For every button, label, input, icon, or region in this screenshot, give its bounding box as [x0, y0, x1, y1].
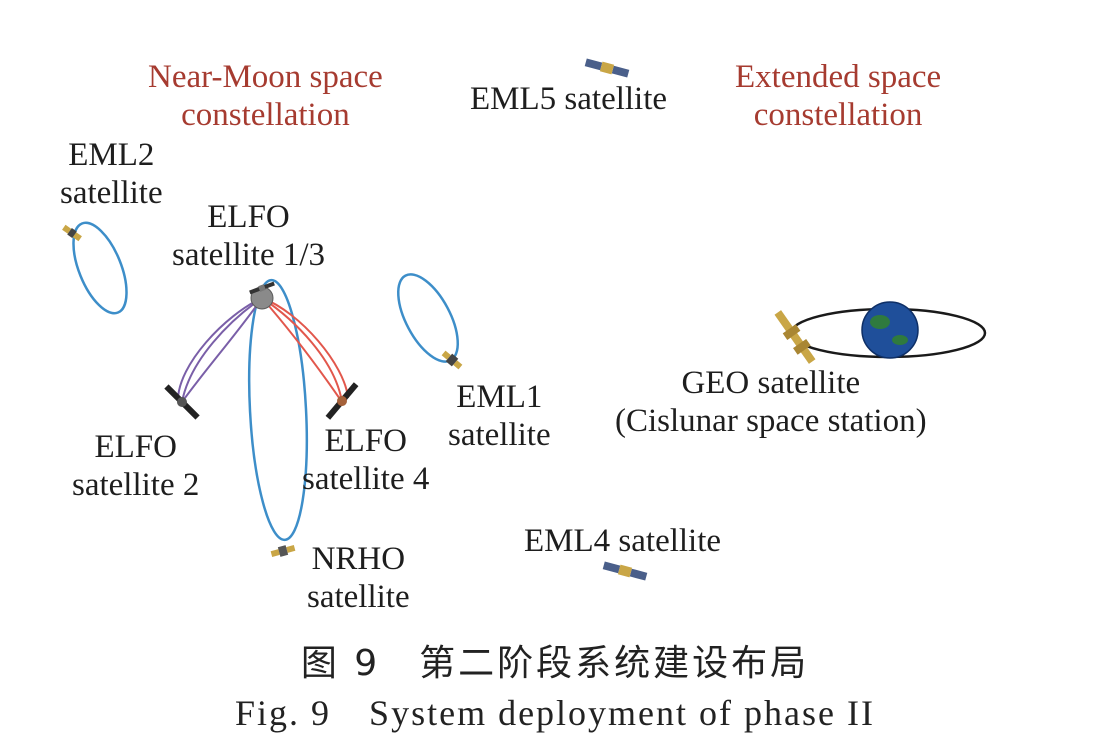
elfo-orbit-red-outer — [261, 297, 349, 399]
nrho-orbit — [247, 278, 309, 542]
elfo-satellite-2-label: ELFO satellite 2 — [72, 429, 200, 503]
geo-satellite-label: GEO satellite (Cislunar space station) — [615, 365, 927, 439]
eml1-satellite-icon — [441, 350, 463, 370]
nrho-satellite-label: NRHO satellite — [307, 541, 410, 615]
elfo-orbit-purple-outer — [177, 297, 263, 401]
eml5-satellite-icon — [584, 58, 630, 78]
extended-constellation-heading: Extended space constellation — [735, 59, 942, 133]
eml1-satellite-label: EML1 satellite — [448, 379, 551, 453]
nrho-satellite-icon — [270, 544, 296, 558]
elfo-satellite-4-icon — [325, 382, 359, 420]
figure-caption-english: Fig. 9 System deployment of phase II — [235, 693, 875, 733]
elfo-satellite-2-icon — [164, 384, 200, 420]
earth-icon — [861, 301, 919, 359]
elfo-satellite-4-label: ELFO satellite 4 — [302, 423, 430, 497]
elfo-satellite-1-3-icon — [249, 281, 275, 295]
eml2-orbit — [72, 221, 128, 315]
near-moon-constellation-heading: Near-Moon space constellation — [148, 59, 383, 133]
elfo-orbit-red — [261, 297, 343, 403]
eml4-satellite-label: EML4 satellite — [524, 523, 722, 559]
eml4-satellite-icon — [602, 561, 648, 581]
eml2-satellite-label: EML2 satellite — [60, 137, 163, 211]
eml2-satellite-icon — [62, 224, 82, 242]
elfo-satellite-1-3-label: ELFO satellite 1/3 — [172, 199, 326, 273]
cislunar-space-station-icon — [774, 310, 816, 364]
figure-caption-chinese: 图 9 第二阶段系统建设布局 — [300, 643, 810, 684]
eml1-orbit — [396, 273, 460, 363]
eml5-satellite-label: EML5 satellite — [470, 81, 668, 117]
